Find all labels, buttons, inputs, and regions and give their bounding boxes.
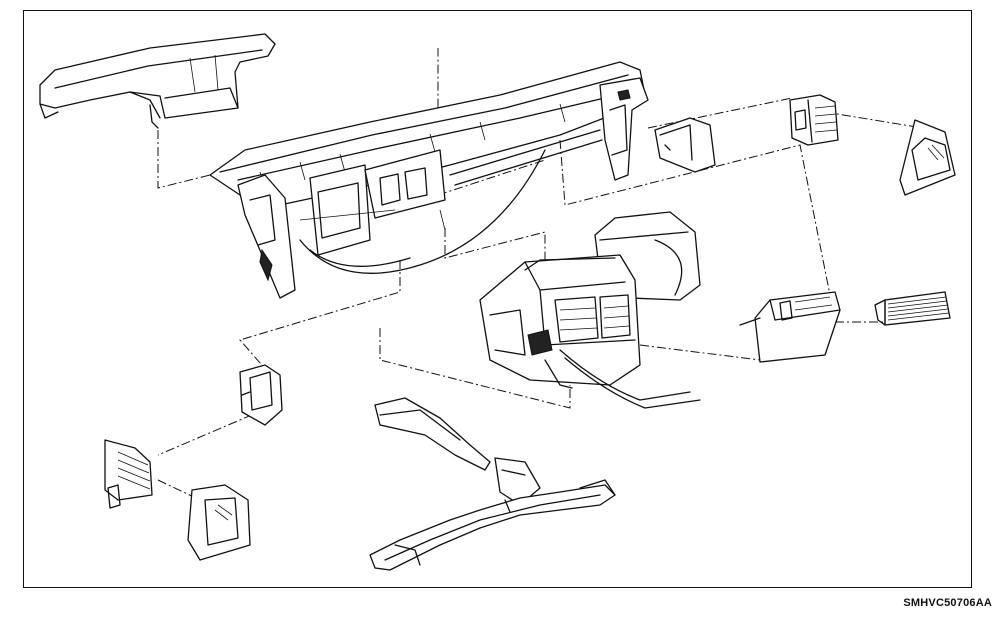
reference-code-label: SMHVC50706AA <box>903 597 992 609</box>
floor-duct-icon <box>374 397 541 506</box>
center-vent-grille-icon <box>874 291 951 326</box>
side-vent-right-icon <box>789 94 839 146</box>
side-duct-left-icon <box>239 364 283 426</box>
side-vent-bezel-left-icon <box>187 484 251 561</box>
side-vent-left-icon <box>104 439 153 509</box>
center-vent-duct-icon <box>739 291 841 363</box>
leader-lines <box>157 48 936 501</box>
rear-floor-duct-icon <box>369 479 616 571</box>
defroster-duct-icon <box>39 33 276 129</box>
heater-unit-icon <box>479 211 701 409</box>
instrument-panel-frame-icon <box>209 61 649 299</box>
side-duct-right-icon <box>654 117 716 173</box>
side-vent-bezel-right-icon <box>899 119 956 196</box>
diagram-frame <box>23 10 972 588</box>
